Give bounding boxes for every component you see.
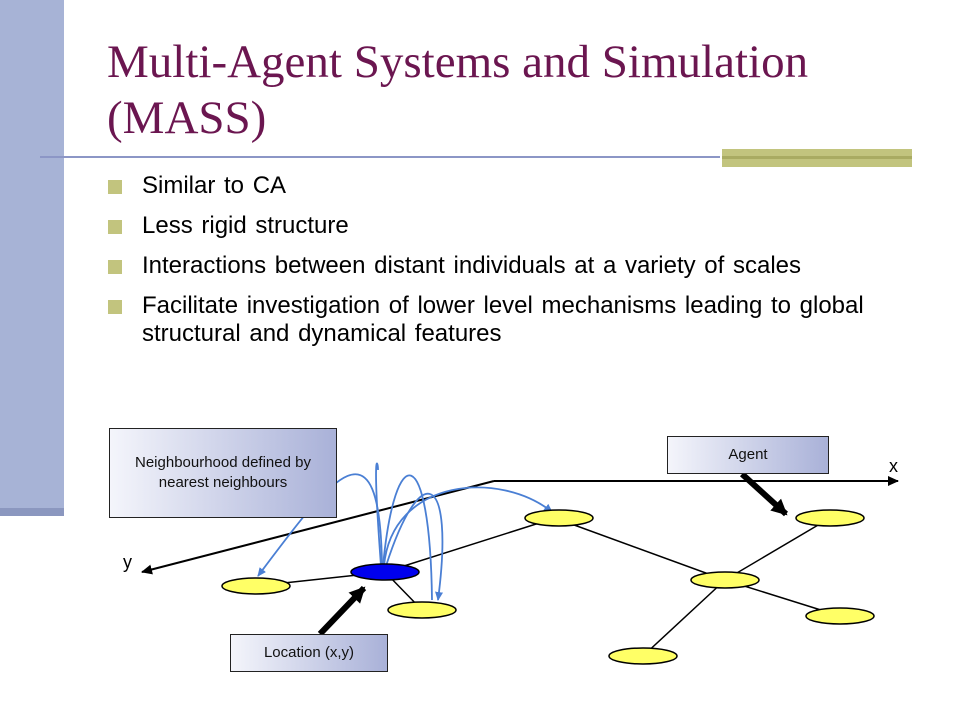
link-arrow [382,474,433,601]
location-pointer-arrow [317,585,367,637]
neighbourhood-callout: Neighbourhood defined by nearest neighbo… [109,428,337,518]
edge [384,517,556,573]
x-axis-label: x [889,456,898,476]
focal-agent-node [350,563,420,581]
location-callout-text: Location (x,y) [263,644,355,661]
square-bullet-icon [108,300,122,314]
agent-callout: Agent [667,436,829,474]
agent-node [690,571,760,589]
location-callout: Location (x,y) [230,634,388,672]
title-accent-line [722,156,912,159]
square-bullet-icon [108,180,122,194]
edge [724,517,831,581]
bullet-text: Interactions between distant individuals… [142,252,802,279]
neighbourhood-callout-text: Neighbourhood defined by nearest neighbo… [135,454,311,491]
link-arrow [257,473,383,577]
agent-node [524,509,594,527]
left-decorative-bar [0,0,64,515]
agent-node [608,647,678,665]
callout-arrows [317,471,789,637]
agent-node [387,601,457,619]
square-bullet-icon [108,220,122,234]
edge [554,517,726,581]
bullet-item: Interactions between distant individuals… [108,252,908,280]
agent-node [221,577,291,595]
square-bullet-icon [108,260,122,274]
bullet-item: Similar to CA [108,172,908,200]
agent-nodes [221,509,875,665]
left-bar-shadow [0,508,64,516]
agent-node [795,509,865,527]
link-arrow [385,492,444,601]
bullet-list: Similar to CA Less rigid structure Inter… [108,172,908,360]
bullet-text: Similar to CA [142,172,287,199]
bullet-text: Less rigid structure [142,212,349,239]
link-arrow [383,486,553,567]
y-axis-label: y [123,552,132,572]
agent-callout-text: Agent [728,446,768,463]
neighbourhood-arrows [257,462,553,601]
bullet-item: Less rigid structure [108,212,908,240]
agent-node [805,607,875,625]
slide-title: Multi-Agent Systems and Simulation (MASS… [107,36,809,144]
bullet-text: Facilitate investigation of lower level … [142,292,864,347]
title-underline [40,156,720,158]
bullet-item: Facilitate investigation of lower level … [108,292,908,348]
agent-pointer-arrow [739,471,789,517]
link-arrow [375,462,382,567]
edge [642,579,726,657]
